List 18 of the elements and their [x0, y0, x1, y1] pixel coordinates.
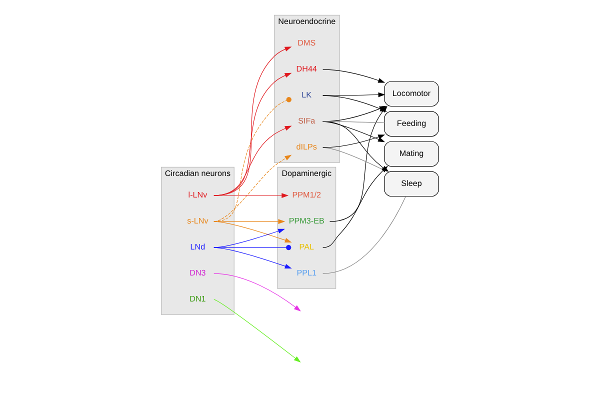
- connector: [322, 196, 406, 274]
- arrow: [322, 134, 386, 148]
- arrow: [214, 247, 292, 269]
- connector: [214, 244, 292, 250]
- arrow: [322, 121, 386, 142]
- arrow: [322, 92, 386, 98]
- arrow: [214, 72, 292, 196]
- arrow: [214, 273, 301, 312]
- arrow: [214, 154, 292, 222]
- arrow: [322, 69, 386, 83]
- arrow: [214, 221, 292, 243]
- connector: [322, 121, 385, 124]
- arrow: [214, 46, 292, 196]
- arrow: [214, 228, 286, 248]
- arrow: [214, 193, 289, 198]
- arrow: [214, 126, 292, 196]
- arrow: [214, 299, 301, 362]
- connector: [214, 97, 292, 222]
